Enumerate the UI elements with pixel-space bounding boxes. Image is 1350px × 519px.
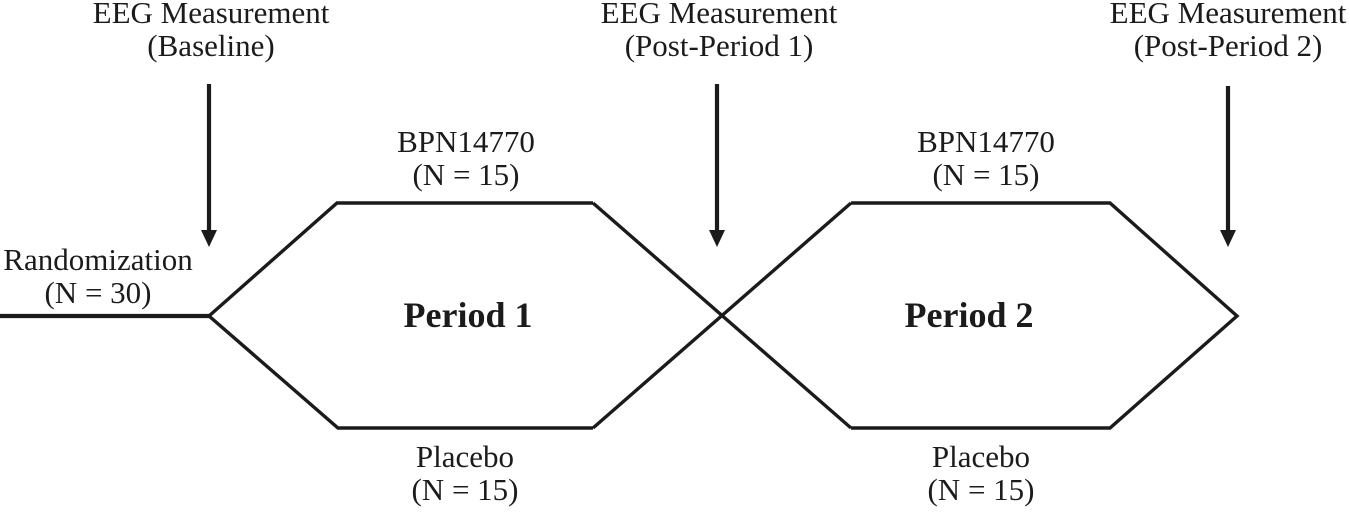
randomization-line1: Randomization	[3, 242, 193, 277]
randomization-line2: (N = 30)	[44, 275, 152, 310]
placebo-period-2-line2: (N = 15)	[927, 472, 1035, 507]
bpn14770-period-1-line1: BPN14770	[397, 124, 535, 159]
arrow-post-period-2-head	[1220, 230, 1236, 247]
arrow-baseline	[201, 84, 217, 247]
bpn14770-label-period-1: BPN14770 (N = 15)	[397, 125, 535, 191]
arrow-post-period-1	[709, 84, 725, 247]
eeg-baseline-line2: (Baseline)	[147, 28, 275, 63]
bpn14770-period-2-line1: BPN14770	[917, 124, 1055, 159]
eeg-post-period-2-line2: (Post-Period 2)	[1133, 28, 1323, 63]
arrow-post-period-1-head	[709, 230, 725, 247]
eeg-post-period-1-label: EEG Measurement (Post-Period 1)	[601, 0, 838, 62]
arrow-post-period-2	[1220, 86, 1236, 247]
crossover-line-ascending	[591, 201, 853, 430]
bpn14770-period-2-line2: (N = 15)	[932, 157, 1040, 192]
eeg-post-period-1-line2: (Post-Period 1)	[624, 28, 814, 63]
eeg-post-period-2-label: EEG Measurement (Post-Period 2)	[1110, 0, 1347, 62]
period-2-label: Period 2	[904, 295, 1034, 335]
placebo-label-period-1: Placebo (N = 15)	[411, 440, 518, 506]
placebo-period-1-line2: (N = 15)	[411, 472, 519, 507]
placebo-label-period-2: Placebo (N = 15)	[927, 440, 1034, 506]
eeg-baseline-line1: EEG Measurement	[92, 0, 330, 30]
period-1-outline-bottom	[207, 314, 593, 430]
placebo-period-2-line1: Placebo	[931, 439, 1031, 474]
eeg-baseline-label: EEG Measurement (Baseline)	[93, 0, 330, 62]
bpn14770-period-1-line2: (N = 15)	[412, 157, 520, 192]
bpn14770-label-period-2: BPN14770 (N = 15)	[917, 125, 1055, 191]
arrow-baseline-head	[201, 230, 217, 247]
period-1-label: Period 1	[403, 295, 533, 335]
eeg-post-period-2-line1: EEG Measurement	[1109, 0, 1347, 30]
randomization-label: Randomization (N = 30)	[3, 243, 192, 309]
period-2-outline	[851, 201, 1240, 430]
period-1-outline-top	[207, 201, 593, 318]
placebo-period-1-line1: Placebo	[415, 439, 515, 474]
eeg-post-period-1-line1: EEG Measurement	[600, 0, 838, 30]
